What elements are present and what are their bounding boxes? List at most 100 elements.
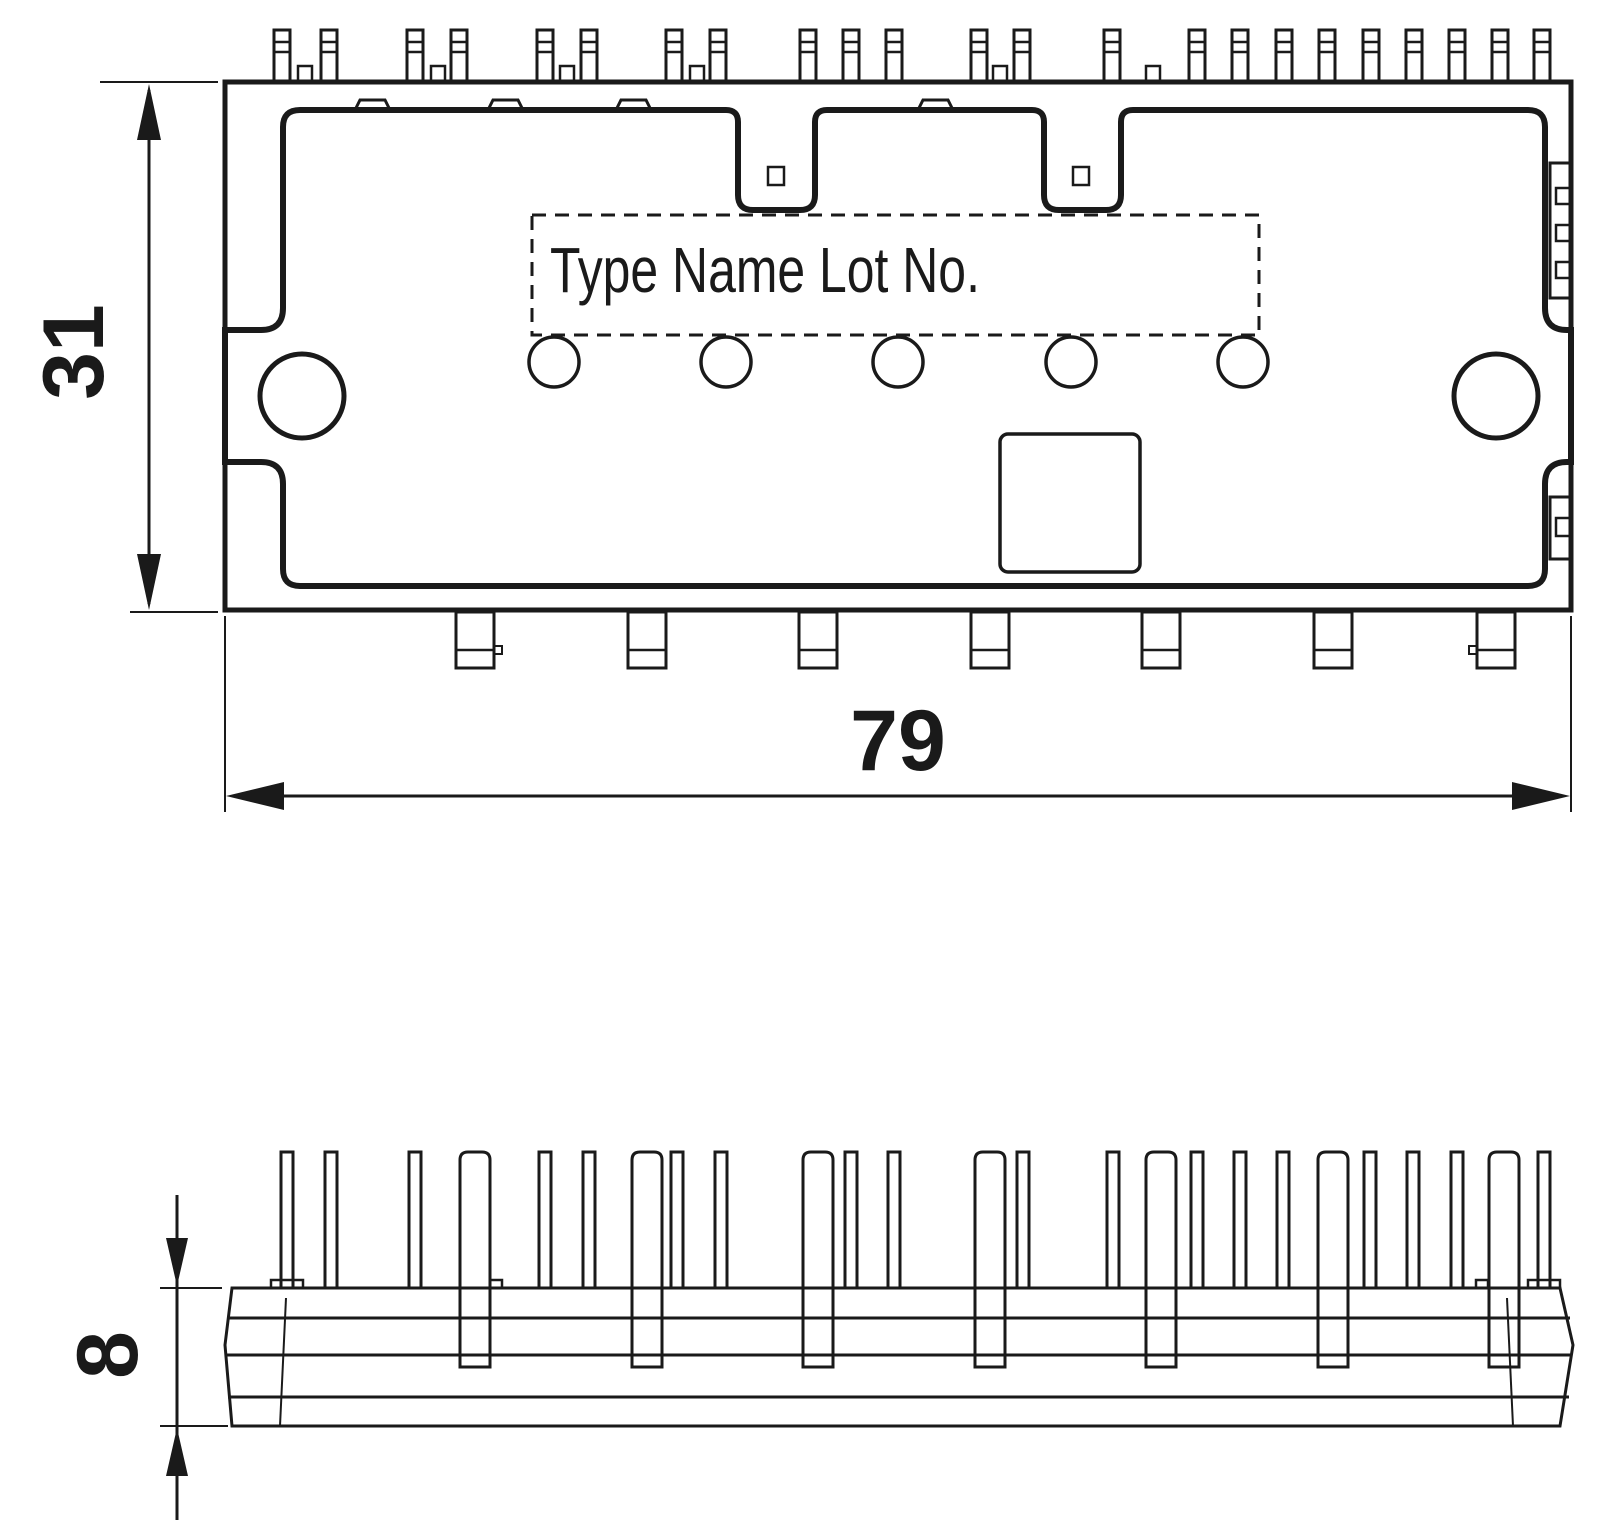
package-body-outline <box>222 79 1574 613</box>
pin-lead <box>664 28 684 84</box>
side-pins <box>269 1150 1562 1369</box>
right-side-tabs <box>1548 161 1573 561</box>
side-pin-thin <box>843 1150 859 1290</box>
pin <box>1361 28 1381 84</box>
dot <box>1216 335 1270 389</box>
pin-lead <box>626 610 668 670</box>
pin <box>969 28 989 84</box>
side-pin-foot <box>269 1278 305 1290</box>
side-pin-lead <box>801 1150 835 1369</box>
pin-lead <box>1447 28 1467 84</box>
pin-stub <box>1144 64 1162 84</box>
side-body-outline <box>223 1286 1575 1428</box>
side-tab <box>1554 186 1572 206</box>
side-pin-thick <box>801 1150 835 1369</box>
pin-lead <box>969 28 989 84</box>
pin-lead <box>798 28 818 84</box>
pin-stub <box>688 64 706 84</box>
pin-lead <box>1140 610 1182 670</box>
top-view: Type Name Lot No. 31 <box>26 28 1574 812</box>
pin-lead <box>535 28 555 84</box>
side-pin-thick <box>1144 1150 1178 1369</box>
pin <box>579 28 599 84</box>
pin-lead <box>449 28 469 84</box>
dim-height-label: 31 <box>26 304 122 400</box>
notch <box>353 98 392 111</box>
dot <box>699 335 753 389</box>
pin <box>798 28 818 84</box>
side-pin-thin <box>279 1150 295 1290</box>
top-pins <box>272 28 1552 187</box>
pin-lead <box>1490 28 1510 84</box>
side-pin-thin <box>1536 1150 1552 1290</box>
side-pin-foot <box>1474 1278 1490 1290</box>
side-pin-thin <box>1449 1150 1465 1290</box>
pin-stub <box>766 165 786 187</box>
pin <box>1532 28 1552 84</box>
pin-stub <box>296 64 314 84</box>
pin <box>272 28 292 84</box>
pin-tab <box>493 645 503 655</box>
side-pin-thin <box>886 1150 902 1290</box>
side-tab <box>1554 260 1572 280</box>
pin-lead <box>1532 28 1552 84</box>
side-pin-thin <box>713 1150 729 1290</box>
type-name-lot-no-label: Type Name Lot No. <box>550 235 980 306</box>
pin <box>535 28 555 84</box>
dim-thickness-label: 8 <box>60 1331 156 1379</box>
side-tab <box>1548 495 1573 561</box>
pin <box>797 610 839 670</box>
pin-lead <box>454 610 496 670</box>
pin <box>1490 28 1510 84</box>
arrow-head <box>226 782 284 810</box>
side-pin-thin <box>1275 1150 1291 1290</box>
dimension-thickness: 8 <box>60 1195 228 1520</box>
pin-lead <box>1475 610 1517 670</box>
pin <box>1447 28 1467 84</box>
pin-lead <box>884 28 904 84</box>
side-pin-thin <box>323 1150 339 1290</box>
side-pin-thin <box>669 1150 685 1290</box>
side-tab <box>1554 223 1572 243</box>
pin-lead <box>1317 28 1337 84</box>
pin <box>454 610 503 670</box>
side-pin-thick <box>1316 1150 1350 1369</box>
side-pin-thin <box>1105 1150 1121 1290</box>
dot <box>871 335 925 389</box>
pin <box>405 28 425 84</box>
side-view: 8 <box>60 1150 1575 1520</box>
pin-stub <box>991 64 1009 84</box>
pin-lead <box>969 610 1011 670</box>
pin-lead <box>1312 610 1354 670</box>
pin-lead <box>1361 28 1381 84</box>
notch <box>486 98 525 111</box>
pin-stub <box>558 64 576 84</box>
square-pad <box>998 432 1142 574</box>
mounting-hole-left <box>257 351 347 441</box>
marking-dots <box>527 335 1270 389</box>
notch <box>916 98 955 111</box>
side-body-line <box>279 1297 287 1427</box>
marking-area-box <box>530 213 1261 337</box>
pin <box>1140 610 1182 670</box>
dim-width-label: 79 <box>850 693 946 789</box>
pin <box>1317 28 1337 84</box>
side-pin-lead <box>973 1150 1007 1369</box>
pin-stub <box>429 64 447 84</box>
mounting-hole-right <box>1451 351 1541 441</box>
side-pin-lead <box>1487 1150 1521 1369</box>
pin <box>1404 28 1424 84</box>
pin <box>664 28 684 84</box>
side-pin-thin <box>537 1150 553 1290</box>
arrow-head <box>137 554 161 610</box>
side-pin-thin <box>1189 1150 1205 1290</box>
bottom-pins <box>454 610 1517 670</box>
pin-lead <box>1187 28 1207 84</box>
pin <box>1312 610 1354 670</box>
pin-stub <box>1071 165 1091 187</box>
side-pin-lead <box>458 1150 492 1369</box>
pin-lead <box>1102 28 1122 84</box>
pin <box>884 28 904 84</box>
arrow-head <box>166 1238 188 1286</box>
